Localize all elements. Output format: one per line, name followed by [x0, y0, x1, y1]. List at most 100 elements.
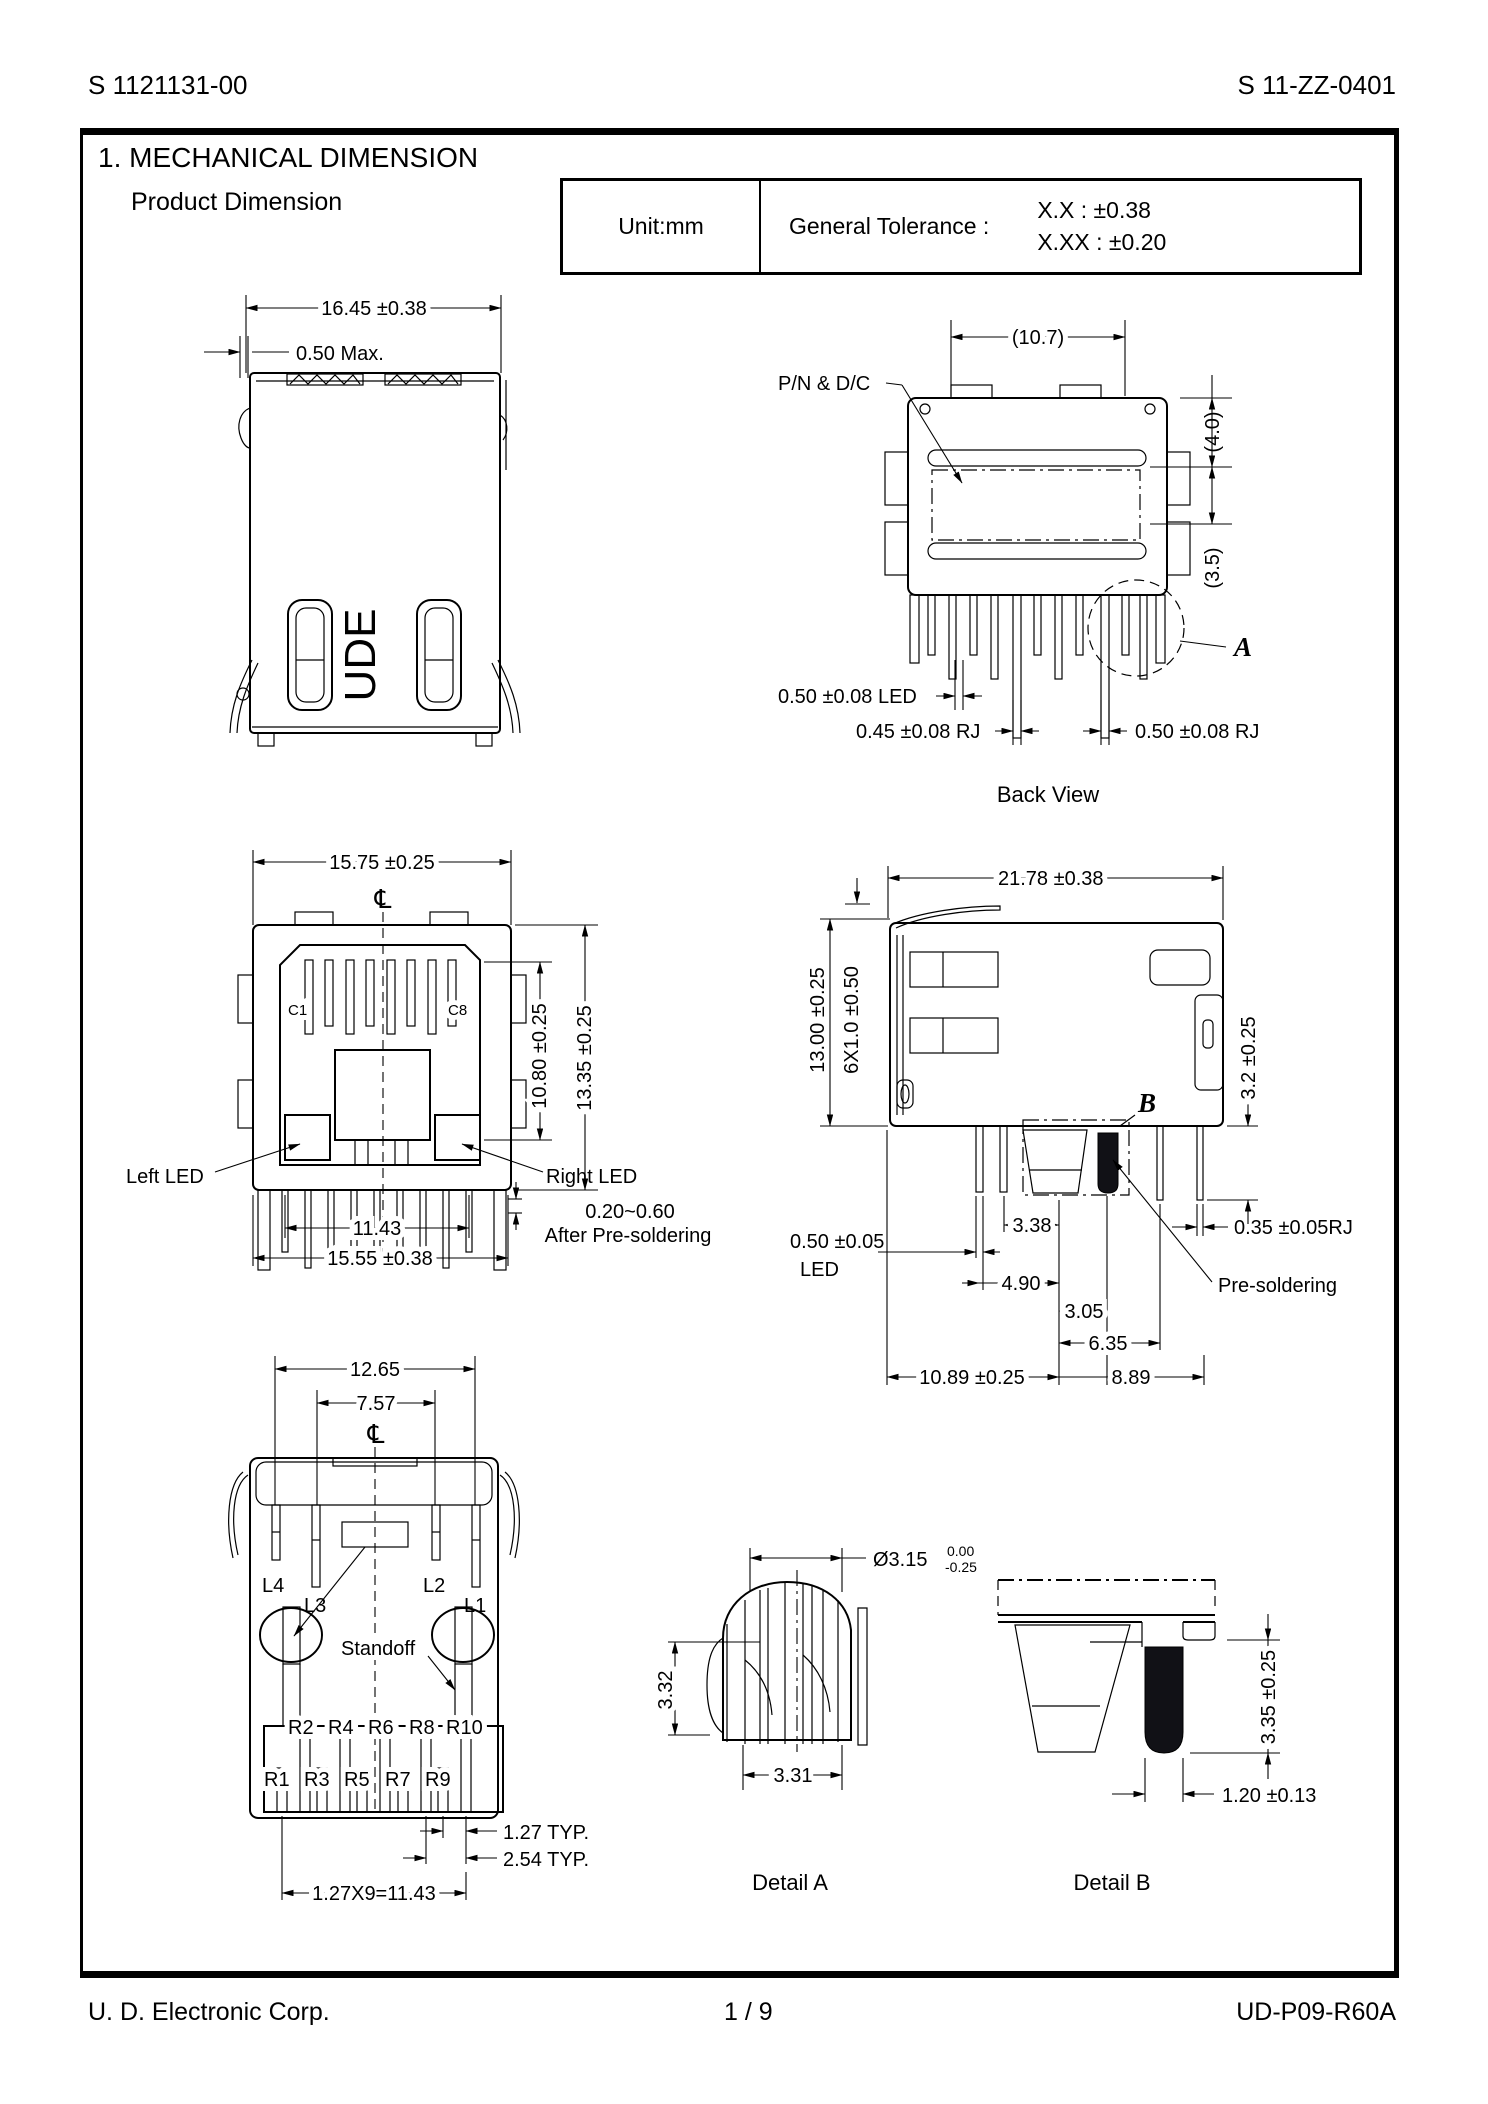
back-view-drawing: (10.7) P/N & D/C (4.0) (3.5) — [778, 320, 1259, 807]
footer-page-number: 1 / 9 — [724, 1998, 773, 2026]
front-dim-pin-span: 11.43 — [353, 1218, 402, 1240]
bottom-label-l3: L3 — [304, 1595, 326, 1617]
detail-a-callout-circle — [1087, 579, 1185, 677]
side-dim-889: 8.89 — [1112, 1367, 1151, 1389]
front-dim-inner-height: 10.80 ±0.25 — [529, 1003, 551, 1109]
side-dim-305: 3.05 — [1065, 1301, 1104, 1323]
bottom-label-l4: L4 — [262, 1575, 284, 1597]
front-contact-c1: C1 — [288, 1002, 307, 1019]
shield-brand-mark: UDE — [336, 609, 385, 702]
front-dim-width-bottom: 15.55 ±0.38 — [327, 1248, 433, 1270]
side-view-dimensions-top: 21.78 ±0.38 — [845, 863, 1224, 920]
detail-a-dimensions: Ø3.15 0.00 -0.25 — [749, 1543, 977, 1592]
section-subtitle: Product Dimension — [131, 188, 343, 216]
front-contact-c8: C8 — [448, 1002, 467, 1019]
presolder-pin — [1097, 1132, 1119, 1194]
back-view-body — [884, 384, 1191, 596]
detail-a-dim-sides: 3.32 3.31 — [650, 1641, 843, 1792]
detail-a-callout-label: A — [1232, 632, 1252, 662]
doc-number-left: S 1121131-00 — [88, 70, 248, 100]
bottom-dim-pitch2: 2.54 TYP. — [503, 1849, 589, 1871]
bottom-label-r4: R4 — [328, 1717, 354, 1739]
side-dim-1089: 10.89 ±0.25 — [919, 1367, 1025, 1389]
side-dim-height: 13.00 ±0.25 — [807, 967, 829, 1073]
bottom-centerline-symbol: ℄ — [367, 1420, 385, 1450]
top-view-body: UDE — [229, 372, 521, 747]
side-dim-led-2: LED — [800, 1259, 839, 1281]
back-view-dimensions: (10.7) P/N & D/C (4.0) (3.5) — [778, 320, 1232, 589]
bottom-label-r6: R6 — [368, 1717, 394, 1739]
side-dim-rj: 0.35 ±0.05RJ — [1234, 1217, 1353, 1239]
back-dim-rj-left: 0.45 ±0.08 RJ — [856, 721, 980, 743]
detail-a-tol-lo: -0.25 — [945, 1559, 977, 1575]
side-dim-width: 21.78 ±0.38 — [998, 868, 1104, 890]
bottom-view-dimensions-bottom: 1.27 TYP. 2.54 TYP. 1.27X9=11.43 — [281, 1816, 589, 1910]
detail-a-shape — [706, 1570, 868, 1752]
top-dim-edge: 0.50 Max. — [296, 343, 384, 365]
bottom-label-r7: R7 — [385, 1769, 411, 1791]
top-view-drawing: 16.45 ±0.38 0.50 Max. — [204, 293, 521, 747]
detail-b-callout-label: B — [1137, 1088, 1156, 1118]
bottom-dim-inner: 7.57 — [357, 1393, 396, 1415]
side-dim-led-1: 0.50 ±0.05 — [790, 1231, 884, 1253]
bottom-label-r8: R8 — [409, 1717, 435, 1739]
front-view-drawing: 15.75 ±0.25 ℄ C1 C8 — [126, 847, 711, 1275]
front-view-dimensions-right: 10.80 ±0.25 13.35 ±0.25 — [484, 924, 601, 1191]
detail-b-dimensions: 3.35 ±0.25 1.20 ±0.13 — [1112, 1614, 1316, 1807]
detail-b-shape — [997, 1579, 1216, 1754]
bottom-label-l2: L2 — [423, 1575, 445, 1597]
back-dim-led: 0.50 ±0.08 LED — [778, 686, 917, 708]
detail-b-dim-height: 3.35 ±0.25 — [1258, 1650, 1280, 1744]
bottom-label-r5: R5 — [344, 1769, 370, 1791]
tolerance-x: X.X : ±0.38 — [1037, 197, 1151, 224]
side-view-dimensions-right: 3.2 ±0.25 — [1207, 1011, 1265, 1224]
detail-b-callout-box — [1022, 1119, 1130, 1196]
detail-a-dim-dia: Ø3.15 — [873, 1549, 927, 1571]
detail-b-drawing: 3.35 ±0.25 1.20 ±0.13 Detail B — [997, 1579, 1316, 1895]
detail-b-dim-width: 1.20 ±0.13 — [1222, 1785, 1316, 1807]
side-dim-635: 6.35 — [1089, 1333, 1128, 1355]
side-dim-pitch: 6X1.0 ±0.50 — [841, 966, 863, 1074]
detail-b-presolder-pin — [1144, 1646, 1184, 1754]
front-view-led-labels: Left LED Right LED — [126, 1143, 637, 1188]
bottom-view-body: L4 L3 L2 L1 Standoff — [228, 1457, 520, 1819]
back-dim-h-top: (4.0) — [1202, 411, 1224, 452]
detail-b-caption: Detail B — [1073, 1870, 1150, 1895]
back-dim-rj-right: 0.50 ±0.08 RJ — [1135, 721, 1259, 743]
front-label-right-led: Right LED — [546, 1166, 637, 1188]
back-dim-width: (10.7) — [1012, 327, 1064, 349]
side-dim-338: 3.38 — [1013, 1215, 1052, 1237]
side-view-legs: B — [975, 1088, 1204, 1201]
doc-number-right: S 11-ZZ-0401 — [1237, 70, 1396, 100]
front-view-dimensions-bottom: 11.43 15.55 ±0.38 0.20~0.60 After Pre-so… — [252, 1182, 711, 1275]
top-view-dimensions: 16.45 ±0.38 0.50 Max. — [204, 293, 502, 378]
front-view-legs — [257, 1189, 507, 1271]
front-dim-width-top: 15.75 ±0.25 — [329, 852, 435, 874]
front-label-left-led: Left LED — [126, 1166, 204, 1188]
side-dim-490: 4.90 — [1002, 1273, 1041, 1295]
back-label-pn-dc: P/N & D/C — [778, 373, 870, 395]
front-dim-outer-height: 13.35 ±0.25 — [574, 1005, 596, 1111]
bottom-label-r10: R10 — [446, 1717, 483, 1739]
detail-a-drawing: Ø3.15 0.00 -0.25 3.32 — [650, 1543, 977, 1895]
side-view-dimensions-bottom: 0.50 ±0.05 LED 3.38 0.35 ±0.05RJ 4.90 Pr… — [790, 1130, 1353, 1394]
section-title: 1. MECHANICAL DIMENSION — [98, 142, 479, 173]
front-centerline-symbol: ℄ — [374, 885, 392, 915]
front-note-presolder-1: 0.20~0.60 — [585, 1201, 675, 1223]
bottom-dim-width: 12.65 — [350, 1359, 400, 1381]
back-view-pins: A — [909, 579, 1252, 739]
tolerance-xx: X.XX : ±0.20 — [1037, 228, 1167, 255]
bottom-label-r2: R2 — [288, 1717, 314, 1739]
bottom-view-drawing: 12.65 7.57 ℄ L4 L3 L2 L1 — [228, 1354, 589, 1910]
bottom-label-r3: R3 — [304, 1769, 330, 1791]
tolerance-label: General Tolerance : — [789, 213, 990, 239]
bottom-view-dimensions-top: 12.65 7.57 ℄ — [274, 1354, 476, 1815]
detail-a-dim-height: 3.32 — [655, 1671, 677, 1710]
sheet-border — [80, 128, 1399, 1978]
top-dim-width: 16.45 ±0.38 — [321, 298, 427, 320]
unit-label: Unit:mm — [563, 181, 761, 272]
tolerance-table: Unit:mm General Tolerance : X.X : ±0.38 … — [560, 178, 1362, 275]
bottom-label-r1: R1 — [264, 1769, 290, 1791]
detail-a-dim-width: 3.31 — [774, 1765, 813, 1787]
